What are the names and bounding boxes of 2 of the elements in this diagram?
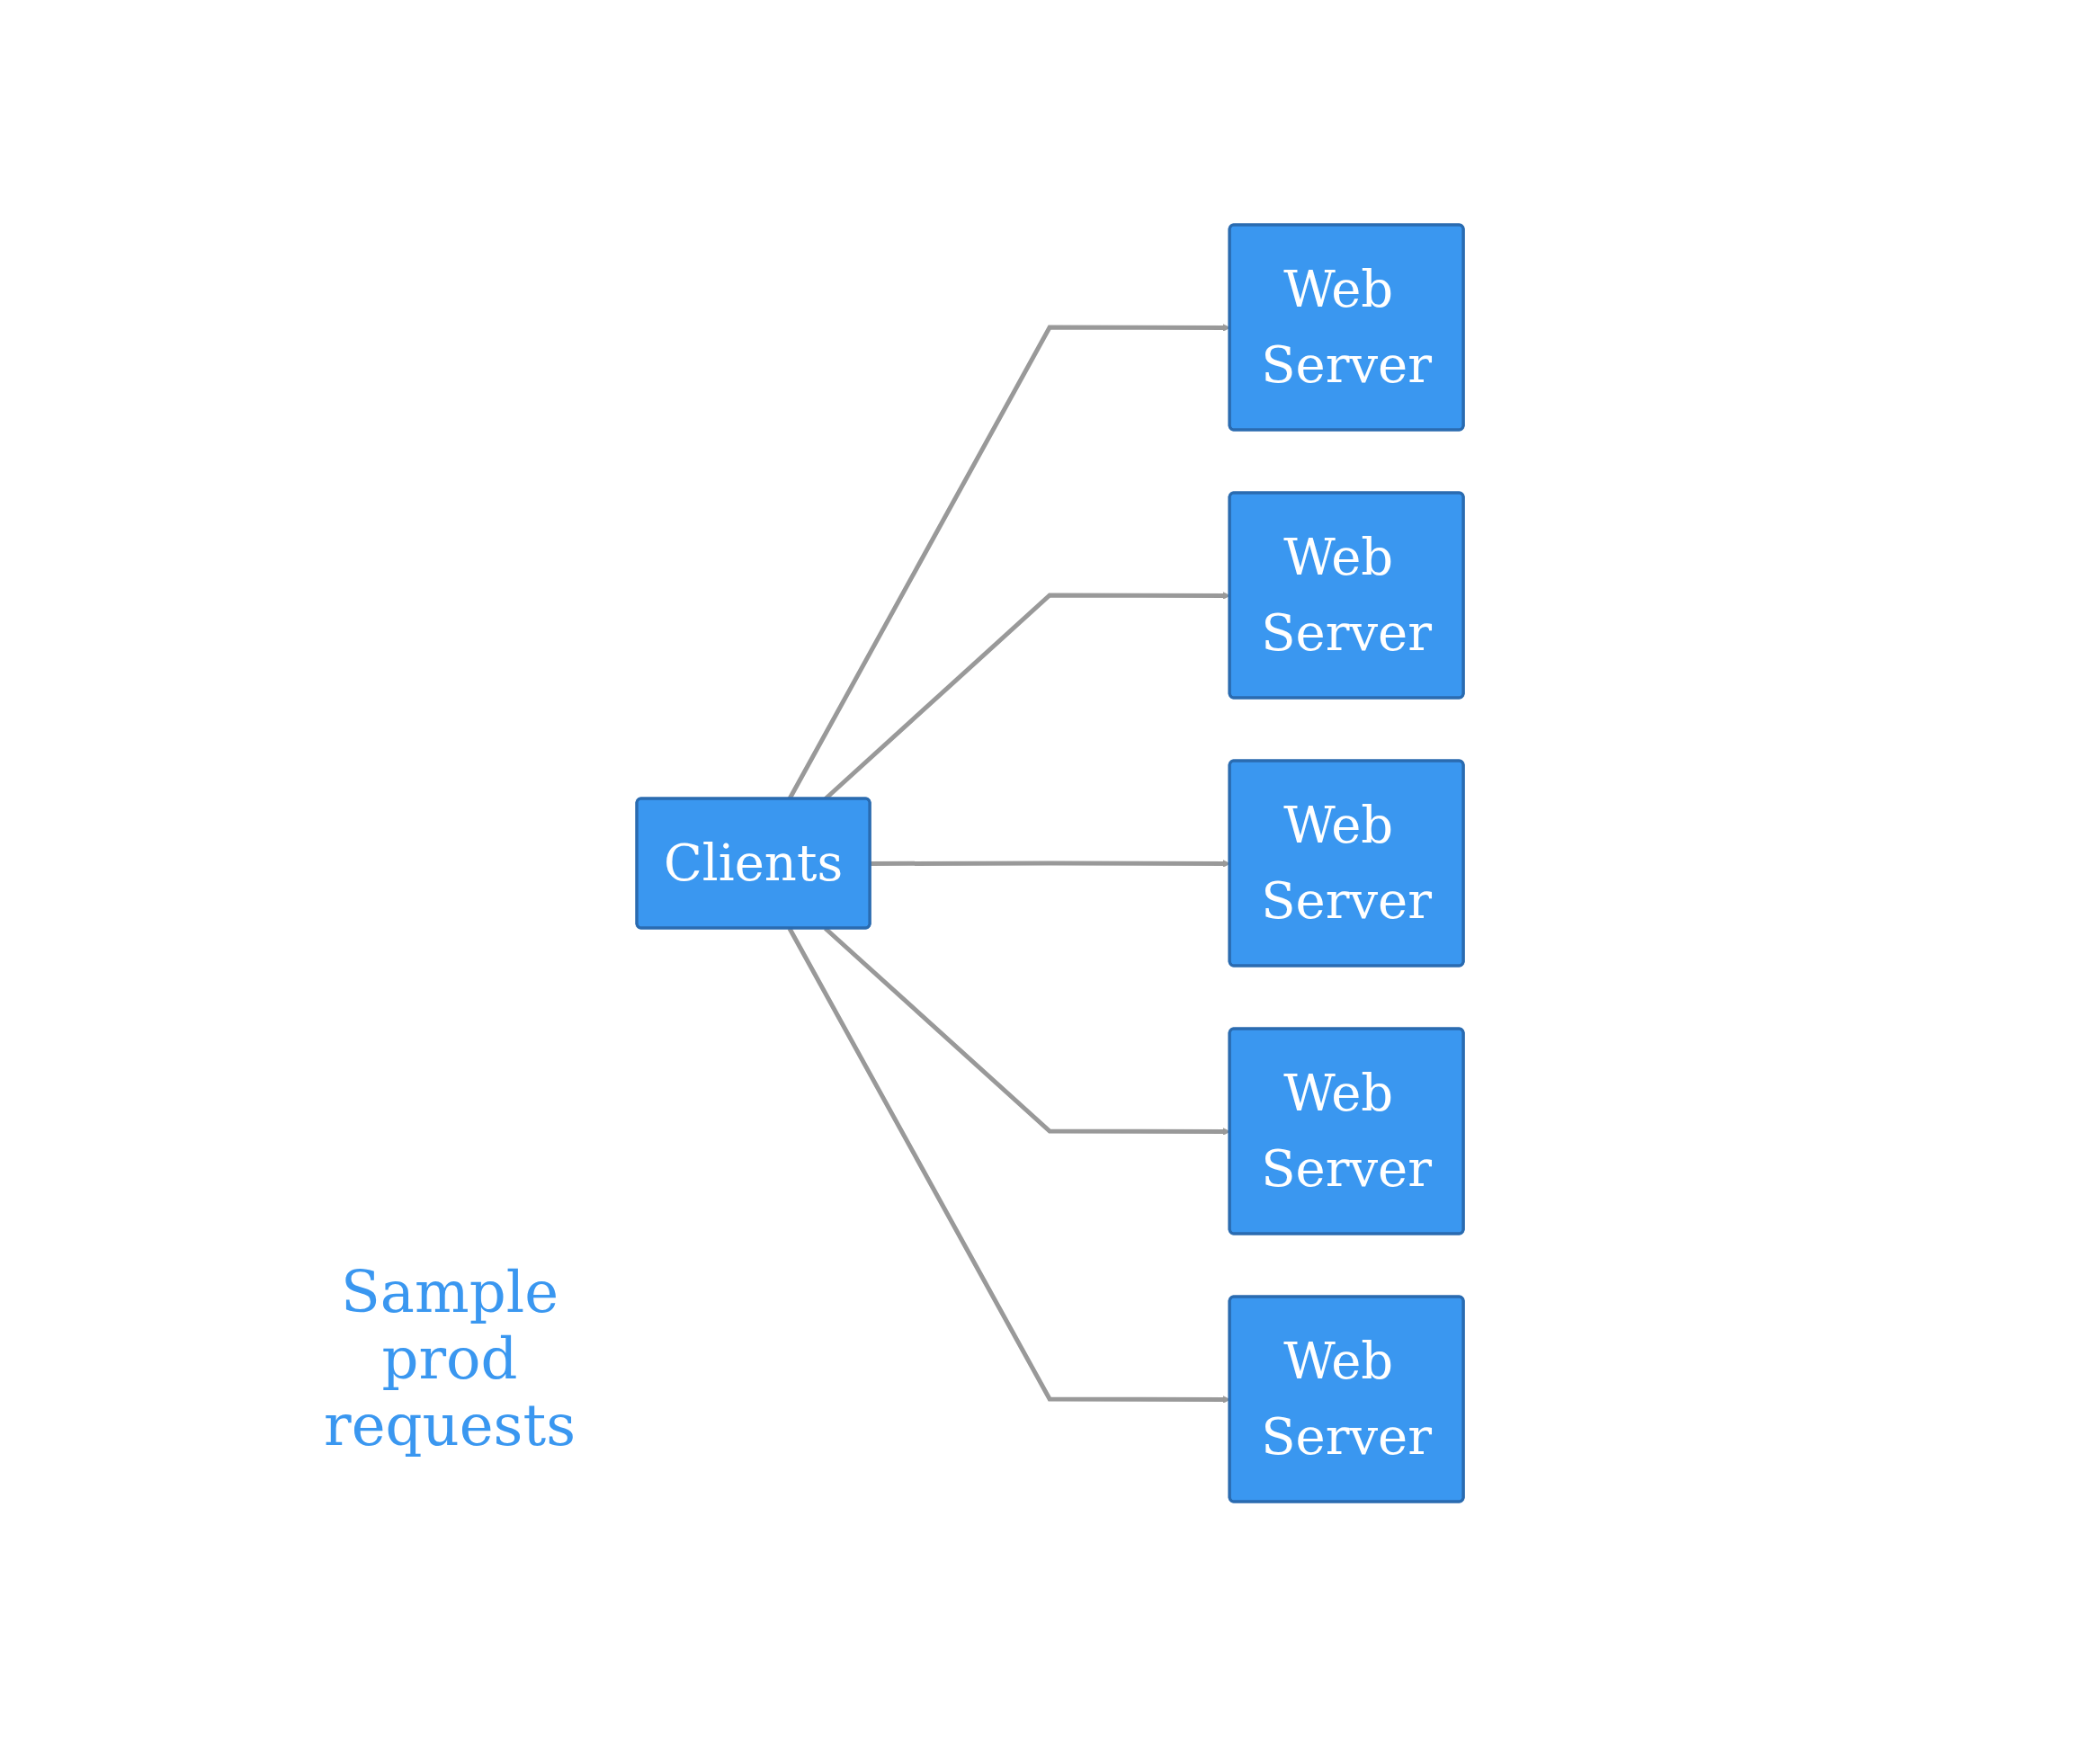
note-text: Sample prod requests [323, 1259, 576, 1458]
arrow [870, 860, 1230, 868]
